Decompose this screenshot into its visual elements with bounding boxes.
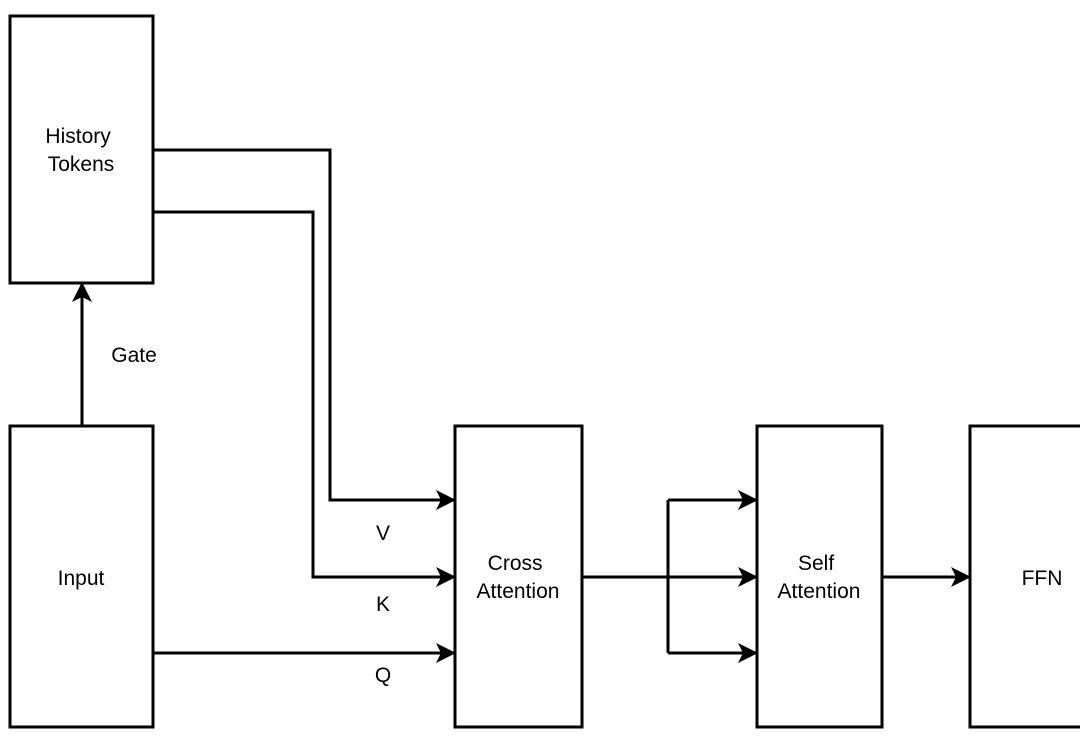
history-tokens-label: History Tokens — [45, 125, 116, 176]
v-edge-label: V — [376, 522, 390, 545]
gate-edge-label: Gate — [111, 344, 157, 367]
history-label-line2: Tokens — [48, 153, 115, 176]
k-arrow — [153, 210, 456, 587]
input-box — [8, 424, 155, 729]
cross-attention-line1: Cross — [488, 552, 543, 575]
cross-attention-line2: Attention — [477, 580, 560, 603]
k-edge-label: K — [376, 593, 390, 616]
ffn-label: FFN — [1022, 567, 1063, 590]
v-arrow — [153, 148, 456, 510]
history-tokens-box — [8, 14, 155, 285]
cross-attention-label: Cross Attention — [477, 552, 560, 603]
history-label-line1: History — [45, 125, 111, 148]
cross-attention-box — [453, 424, 584, 729]
self-attention-label: Self Attention — [778, 552, 861, 603]
q-edge-label: Q — [375, 664, 391, 687]
self-attention-line2: Attention — [778, 580, 861, 603]
self-attention-line1: Self — [798, 552, 834, 575]
input-label: Input — [58, 567, 105, 590]
self-attention-box — [755, 424, 884, 729]
ffn-box — [968, 424, 1080, 729]
